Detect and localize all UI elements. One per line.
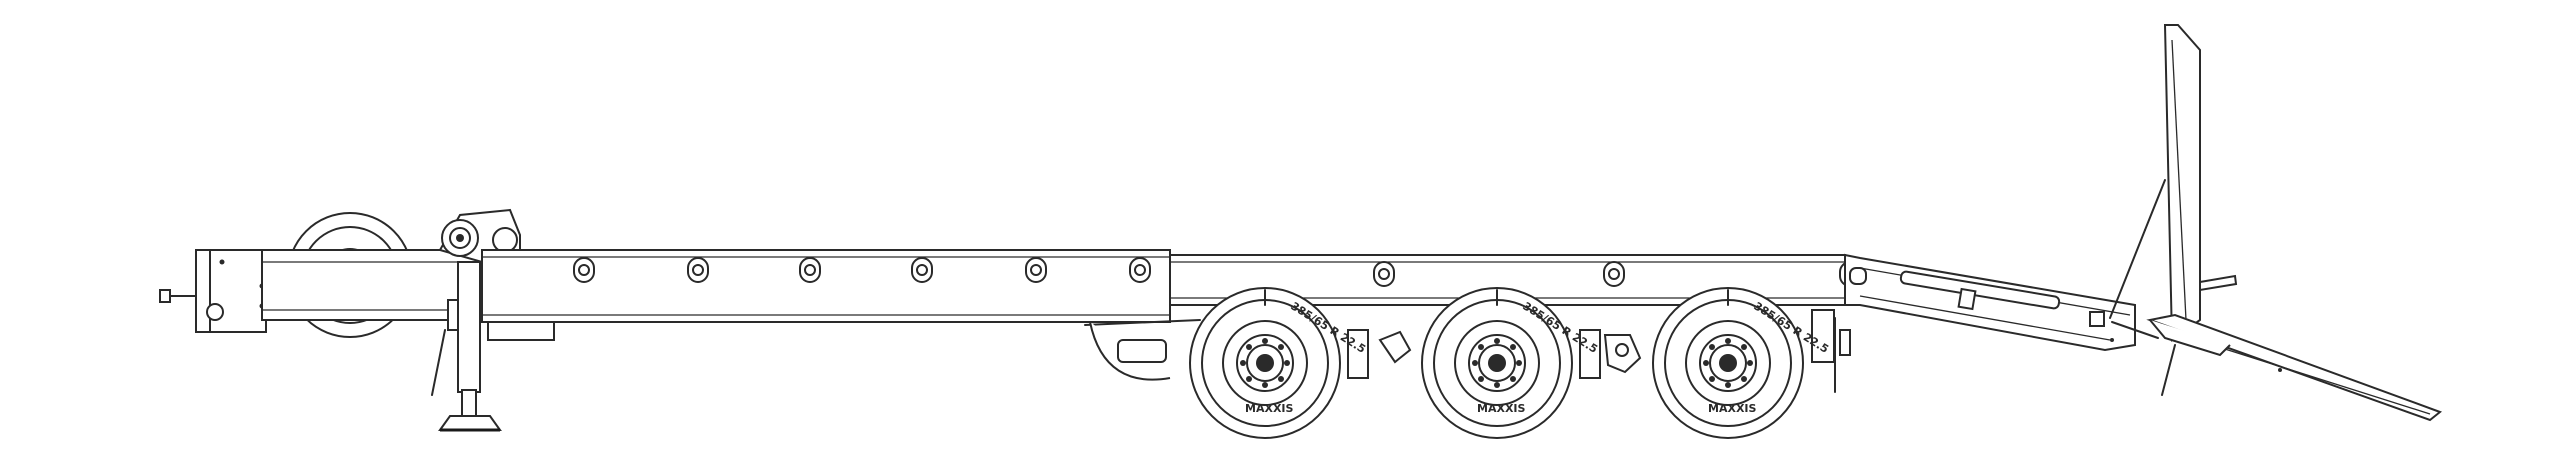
axle-3: 385/65 R 22.5 MAXXIS <box>1652 287 1831 439</box>
axle-2: 385/65 R 22.5 MAXXIS <box>1421 287 1600 439</box>
tyre-brand-text: MAXXIS <box>1477 402 1526 415</box>
support-leg <box>431 261 502 432</box>
tie-ring <box>1603 261 1625 287</box>
tie-ring <box>573 257 595 283</box>
tie-ring <box>1025 257 1047 283</box>
beavertail <box>1844 253 2136 352</box>
axle-1: 385/65 R 22.5 MAXXIS <box>1189 287 1368 439</box>
tie-ring <box>1373 261 1395 287</box>
tie-ring <box>687 257 709 283</box>
ramp-raised <box>2109 24 2238 342</box>
tyre-brand-text: MAXXIS <box>1708 402 1757 415</box>
tie-ring <box>799 257 821 283</box>
tyre-brand-text: MAXXIS <box>1245 402 1294 415</box>
axle-hangers <box>1264 289 1729 306</box>
towbar <box>159 249 267 333</box>
ramp-lowered <box>2146 313 2443 422</box>
suspension <box>1084 309 1851 393</box>
tie-ring <box>911 257 933 283</box>
tie-ring <box>1129 257 1151 283</box>
deck-tie-rings <box>573 257 1151 283</box>
